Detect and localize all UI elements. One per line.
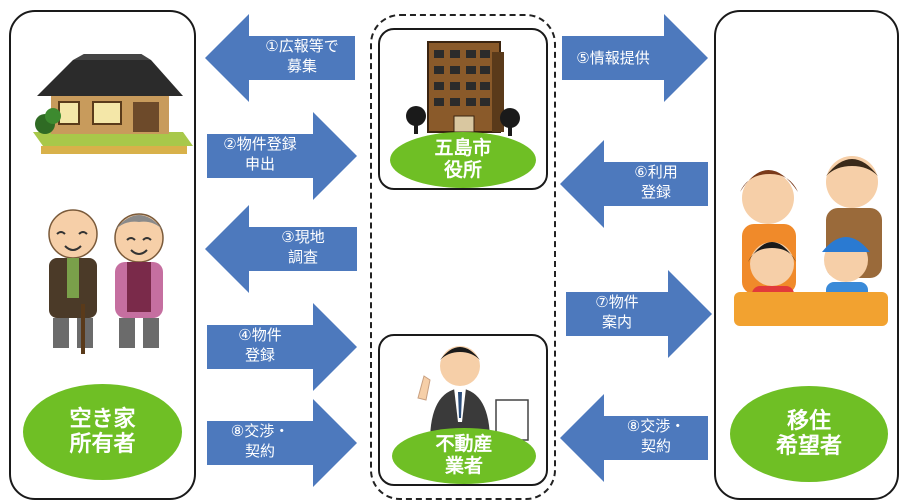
arrow-recruit: ①広報等で 募集	[205, 14, 355, 102]
cityhall-label-line1: 五島市	[434, 137, 492, 160]
arrow-use-register-line2: 登録	[640, 183, 671, 201]
owner-label-line1: 空き家	[69, 406, 136, 432]
arrow-recruit-label: ①広報等で 募集	[249, 36, 355, 76]
arrow-register-request-line1: ②物件登録	[223, 135, 297, 153]
arrow-property-guide: ⑦物件 案内	[566, 270, 712, 358]
arrow-negotiate-left-line1: ⑧交渉・	[230, 422, 290, 440]
seeker-label: 移住 希望者	[730, 386, 888, 482]
arrow-info-provide-label: ⑤情報提供	[562, 48, 664, 68]
cityhall-label: 五島市 役所	[390, 132, 536, 188]
house-illustration	[33, 50, 193, 159]
arrow-site-survey-line2: 調査	[287, 248, 318, 266]
owner-label: 空き家 所有者	[23, 384, 182, 480]
arrow-site-survey: ③現地 調査	[205, 205, 357, 293]
elderly-couple-illustration	[35, 208, 175, 356]
family-illustration	[728, 152, 894, 328]
owner-label-line2: 所有者	[69, 432, 136, 457]
arrow-property-register-line2: 登録	[244, 346, 275, 364]
arrow-register-request-line2: 申出	[244, 155, 275, 173]
arrow-info-provide-line1: ⑤情報提供	[576, 49, 650, 67]
arrow-site-survey-line1: ③現地	[281, 228, 325, 246]
arrow-negotiate-right-label: ⑧交渉・ 契約	[604, 416, 708, 456]
arrow-negotiate-left-label: ⑧交渉・ 契約	[207, 421, 313, 461]
arrow-negotiate-left-line2: 契約	[244, 442, 275, 460]
businessman-illustration	[400, 342, 530, 442]
arrow-negotiate-left: ⑧交渉・ 契約	[207, 399, 357, 487]
arrow-register-request-label: ②物件登録 申出	[207, 134, 313, 174]
arrow-property-register-line1: ④物件	[238, 326, 282, 344]
city-hall-building-illustration	[406, 38, 522, 138]
cityhall-label-line2: 役所	[443, 159, 482, 181]
arrow-property-guide-label: ⑦物件 案内	[566, 292, 668, 332]
seeker-label-line1: 移住	[786, 408, 831, 434]
arrow-negotiate-right-line1: ⑧交渉・	[626, 417, 686, 435]
arrow-recruit-line1: ①広報等で	[265, 37, 339, 55]
arrow-site-survey-label: ③現地 調査	[249, 227, 357, 267]
arrow-negotiate-right-line2: 契約	[640, 437, 671, 455]
seeker-label-line2: 希望者	[775, 434, 842, 459]
realtor-label-line1: 不動産	[435, 433, 493, 456]
arrow-recruit-line2: 募集	[286, 57, 317, 75]
arrow-info-provide: ⑤情報提供	[562, 14, 708, 102]
arrow-property-register: ④物件 登録	[207, 303, 357, 391]
realtor-label-line2: 業者	[444, 455, 483, 477]
realtor-label: 不動産 業者	[392, 428, 536, 484]
arrow-register-request: ②物件登録 申出	[207, 112, 357, 200]
arrow-property-guide-line2: 案内	[601, 313, 632, 331]
arrow-negotiate-right: ⑧交渉・ 契約	[560, 394, 708, 482]
arrow-property-register-label: ④物件 登録	[207, 325, 313, 365]
arrow-use-register-line1: ⑥利用	[634, 163, 678, 181]
intermediary-group	[370, 14, 556, 500]
arrow-use-register-label: ⑥利用 登録	[604, 162, 708, 202]
arrow-use-register: ⑥利用 登録	[560, 140, 708, 228]
arrow-property-guide-line1: ⑦物件	[595, 293, 639, 311]
